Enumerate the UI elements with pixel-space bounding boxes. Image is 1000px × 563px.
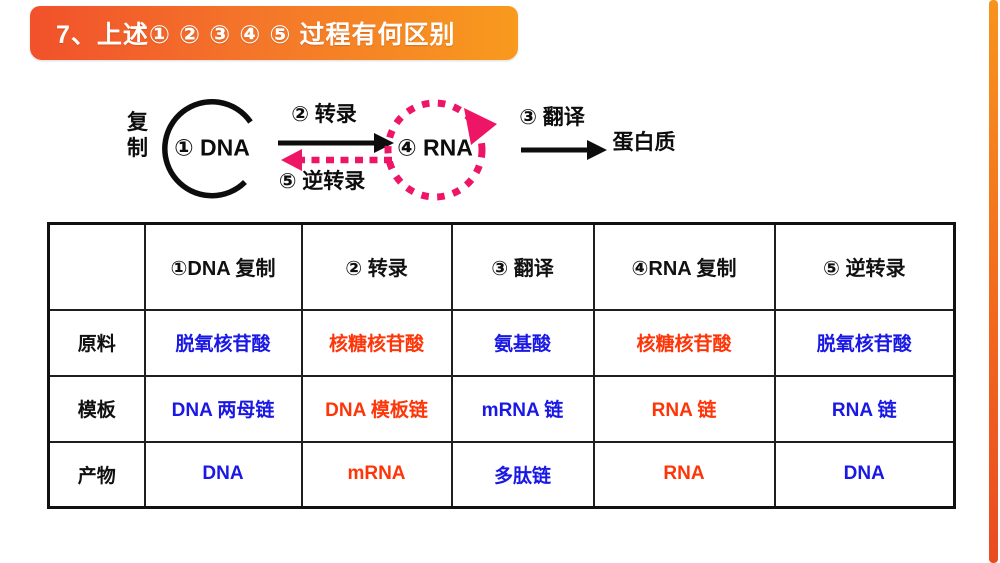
row-label: 产物: [47, 440, 146, 509]
table-row-product: 产物 DNA mRNA 多肽链 RNA DNA: [47, 440, 956, 509]
dna-node-label: ① DNA: [174, 134, 250, 161]
table-cell: 脱氧核苷酸: [143, 308, 303, 377]
table-cell: DNA: [773, 440, 956, 509]
table-cell: 核糖核苷酸: [300, 308, 453, 377]
decorative-strip: [989, 0, 998, 563]
table-cell: 多肽链: [450, 440, 595, 509]
table-row-raw-materials: 原料 脱氧核苷酸 核糖核苷酸 氨基酸 核糖核苷酸 脱氧核苷酸: [47, 308, 956, 377]
table-cell: 氨基酸: [450, 308, 595, 377]
row-label: 模板: [47, 374, 146, 443]
header-cell-translation: ③ 翻译: [450, 222, 595, 311]
row-label: 原料: [47, 308, 146, 377]
header-cell-transcription: ② 转录: [300, 222, 453, 311]
table-cell: mRNA 链: [450, 374, 595, 443]
table-cell: 核糖核苷酸: [592, 308, 776, 377]
table-cell: DNA 模板链: [300, 374, 453, 443]
transcription-arrowhead: [374, 133, 394, 153]
table-cell: DNA 两母链: [143, 374, 303, 443]
replication-label: 复制: [127, 111, 148, 161]
table-cell: RNA: [592, 440, 776, 509]
translation-arrowhead: [587, 140, 607, 160]
table-cell: 脱氧核苷酸: [773, 308, 956, 377]
process-comparison-table: ①DNA 复制 ② 转录 ③ 翻译 ④RNA 复制 ⑤ 逆转录 原料 脱氧核苷酸…: [47, 222, 956, 509]
translation-label: ③ 翻译: [519, 106, 585, 129]
header-cell-empty: [47, 222, 146, 311]
protein-label: 蛋白质: [612, 131, 676, 154]
header-cell-dna-replication: ①DNA 复制: [143, 222, 303, 311]
table-cell: RNA 链: [773, 374, 956, 443]
transcription-label: ② 转录: [291, 103, 357, 126]
page-title: 7、上述① ② ③ ④ ⑤ 过程有何区别: [56, 21, 456, 49]
table-cell: RNA 链: [592, 374, 776, 443]
table-cell: DNA: [143, 440, 303, 509]
title-banner: 7、上述① ② ③ ④ ⑤ 过程有何区别: [30, 6, 518, 60]
table-cell: mRNA: [300, 440, 453, 509]
reverse-transcription-label: ⑤ 逆转录: [278, 170, 366, 193]
table-row-template: 模板 DNA 两母链 DNA 模板链 mRNA 链 RNA 链 RNA 链: [47, 374, 956, 443]
rna-node-label: ④ RNA: [397, 134, 473, 161]
header-cell-reverse-transcription: ⑤ 逆转录: [773, 222, 956, 311]
table-header-row: ①DNA 复制 ② 转录 ③ 翻译 ④RNA 复制 ⑤ 逆转录: [47, 222, 956, 311]
header-cell-rna-replication: ④RNA 复制: [592, 222, 776, 311]
